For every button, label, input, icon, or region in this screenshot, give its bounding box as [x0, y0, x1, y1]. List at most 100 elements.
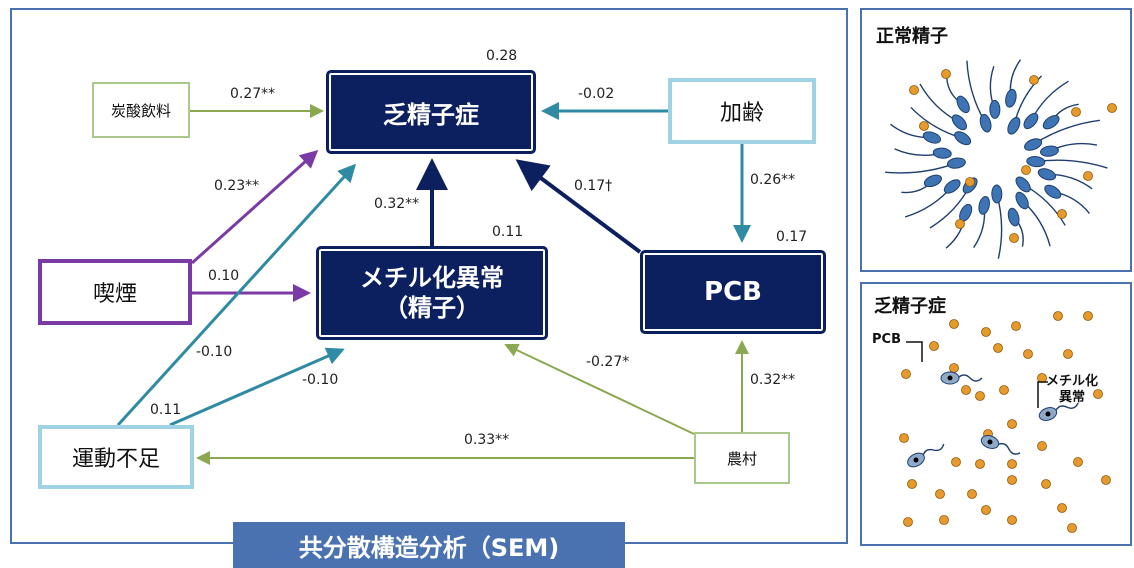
coef-exercise-methyl: -0.10	[302, 372, 339, 388]
coef-rural-pcb: 0.32**	[750, 372, 796, 388]
egg-dot	[1101, 475, 1111, 485]
node-rural: 農村	[694, 432, 790, 484]
egg-dot	[1093, 389, 1103, 399]
r2-methylation: 0.11	[492, 224, 524, 240]
coef-aging-pcb: 0.26**	[750, 172, 796, 188]
egg-dot	[949, 319, 959, 329]
arrow-rural-methyl	[504, 343, 695, 435]
sperm-head	[978, 196, 990, 215]
node-smoking: 喫煙	[38, 259, 192, 325]
egg-dot	[1057, 209, 1067, 219]
egg-dot	[955, 219, 965, 229]
egg-dot	[1007, 515, 1017, 525]
pcb-legend-label: PCB	[872, 332, 901, 347]
node-aging: 加齢	[668, 78, 816, 144]
egg-dot	[1053, 311, 1063, 321]
sperm-tail	[885, 162, 957, 174]
egg-dot	[1041, 479, 1051, 489]
sperm-head	[979, 113, 992, 133]
pcb-leader-line	[906, 341, 923, 362]
sperm-head	[956, 95, 970, 114]
coef-pcb-oligo: 0.17†	[574, 178, 613, 194]
egg-dot	[903, 517, 913, 527]
arrow-exercise-methyl	[169, 347, 345, 427]
r2-pcb: 0.17	[776, 229, 808, 245]
sperm-head	[943, 179, 961, 194]
node-rural-label: 農村	[726, 449, 757, 468]
methyl-leader-line	[1037, 381, 1048, 408]
egg-dot	[1063, 349, 1073, 359]
sperm-head	[1040, 145, 1059, 157]
egg-dot	[935, 489, 945, 499]
node-carbonated: 炭酸飲料	[92, 82, 190, 138]
oligo-sperm-illustration	[899, 311, 1111, 533]
egg-dot	[899, 433, 909, 443]
sem-banner: 共分散構造分析（SEM)	[233, 522, 625, 568]
r2-oligozoospermia: 0.28	[486, 48, 518, 64]
sperm-head	[1044, 184, 1062, 199]
sperm-head	[991, 184, 1003, 204]
oligo-sperm-panel: 乏精子症 PCB メチル化 異常	[860, 282, 1132, 546]
egg-dot	[1007, 459, 1017, 469]
node-methylation-label-2: （精子）	[384, 294, 480, 322]
egg-dot	[909, 85, 919, 95]
node-methylation-label-1: メチル化異常	[360, 264, 504, 292]
node-exercise: 運動不足	[38, 425, 194, 489]
egg-dot	[1037, 441, 1047, 451]
sperm-head	[1007, 116, 1021, 135]
path-arrows	[116, 102, 751, 465]
sperm-tail	[1035, 159, 1108, 169]
egg-dot	[981, 505, 991, 515]
egg-dot	[949, 363, 959, 373]
egg-dot	[965, 177, 975, 187]
coef-carbonated-oligo: 0.27**	[230, 86, 276, 102]
egg-dot	[929, 341, 939, 351]
egg-dot	[951, 457, 961, 467]
node-methylation: メチル化異常 （精子）	[316, 246, 548, 340]
egg-dot	[907, 479, 917, 489]
egg-dot	[901, 369, 911, 379]
coef-exercise-r: 0.11	[150, 402, 182, 418]
egg-dot	[1009, 233, 1019, 243]
egg-dot	[967, 489, 977, 499]
egg-dot	[939, 515, 949, 525]
coef-rural-exercise: 0.33**	[464, 432, 510, 448]
sperm-head	[1015, 176, 1031, 193]
methyl-legend-line2: 異常	[1059, 389, 1086, 405]
normal-sperm-panel: 正常精子	[860, 8, 1132, 272]
methyl-legend-line1: メチル化	[1046, 374, 1099, 389]
methylation-mark	[1045, 411, 1051, 417]
sperm-head	[1042, 115, 1060, 130]
egg-dot	[1007, 419, 1017, 429]
abnormal-sperm-tail	[1054, 402, 1079, 412]
coef-aging-oligo: -0.02	[578, 86, 615, 102]
sperm-head	[951, 114, 967, 131]
egg-dot	[1107, 103, 1117, 113]
egg-dot	[1083, 311, 1093, 321]
node-smoking-label: 喫煙	[92, 282, 137, 307]
abnormal-sperm-tail	[997, 442, 1021, 455]
oligo-sperm-title: 乏精子症	[874, 296, 946, 317]
egg-dot	[1007, 475, 1017, 485]
egg-dot	[981, 327, 991, 337]
egg-dot	[975, 459, 985, 469]
methylation-mark	[987, 439, 993, 445]
egg-dot	[1067, 523, 1077, 533]
egg-dot	[1011, 321, 1021, 331]
coef-smoking-oligo: 0.23**	[214, 178, 260, 194]
egg-dot	[1073, 457, 1083, 467]
sperm-head	[1007, 207, 1020, 227]
methylation-mark	[947, 375, 953, 381]
coef-smoking-methyl: 0.10	[208, 268, 240, 284]
sperm-head	[922, 131, 942, 144]
node-aging-label: 加齢	[719, 101, 764, 126]
sperm-head	[1023, 112, 1039, 130]
egg-dot	[1057, 503, 1067, 513]
sperm-head	[923, 174, 942, 188]
egg-dot	[1083, 171, 1093, 181]
egg-dot	[941, 69, 951, 79]
egg-dot	[961, 385, 971, 395]
abnormal-sperm-tail	[922, 443, 945, 457]
egg-dot	[1029, 75, 1039, 85]
egg-dot	[975, 391, 985, 401]
